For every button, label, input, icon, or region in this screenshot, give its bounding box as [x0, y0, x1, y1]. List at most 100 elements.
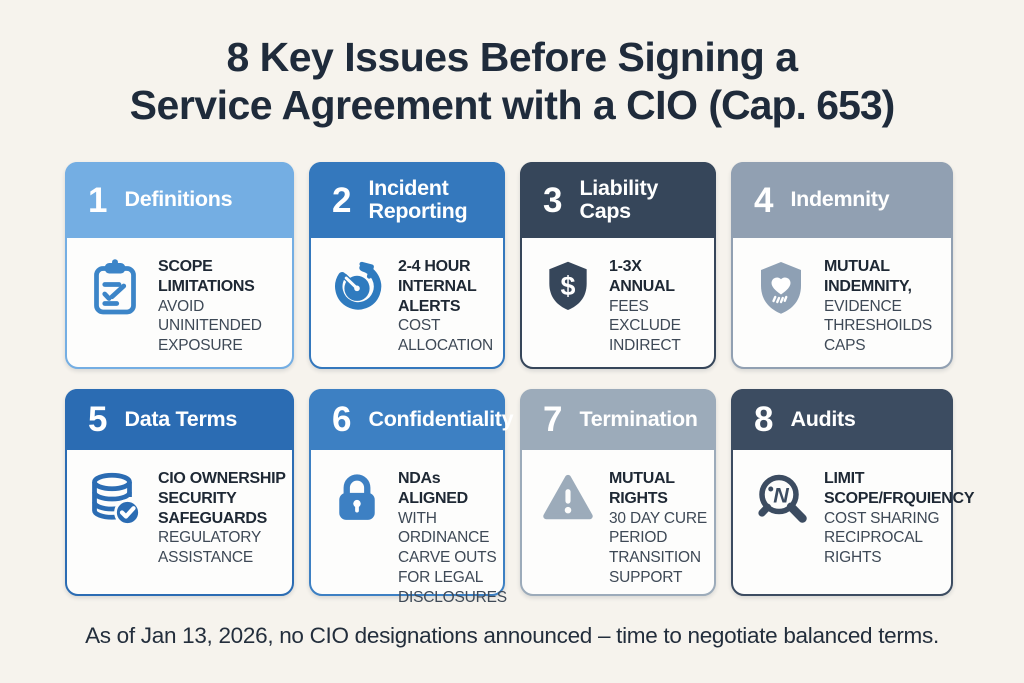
card-point-bold: INTERNAL [398, 277, 477, 295]
card-point: COST [398, 317, 441, 335]
card-header: 6 Confidentiality [309, 389, 514, 451]
card-point: EXCLUDE [609, 317, 681, 335]
card-number: 7 [543, 400, 563, 440]
card-point: RECIPROCAL [824, 529, 923, 547]
card-point: ORDINANCE [398, 529, 490, 547]
card-header: 1 Definitions [65, 162, 294, 239]
card-number: 8 [754, 400, 774, 440]
card-point-bold: RIGHTS [609, 489, 668, 507]
card-title: Confidentiality [368, 406, 514, 431]
card-point-bold: MUTUAL [609, 470, 675, 488]
card-point: THRESHOILDS [824, 317, 933, 335]
card-point-bold: SECURITY [158, 489, 237, 507]
card-point: INDIRECT [609, 337, 681, 355]
stopwatch-icon [329, 258, 385, 356]
card-point: REGULATORY [158, 529, 262, 547]
card-point: ALLOCATION [398, 337, 494, 355]
card-title: Incident Reporting [368, 175, 468, 224]
card-point: COST SHARING [824, 509, 940, 527]
title-line-2: Service Agreement with a CIO (Cap. 653) [0, 82, 1024, 130]
card-point: 30 DAY CURE [609, 509, 708, 527]
card-point-bold: ANNUAL [609, 277, 675, 295]
card-point-bold: ALERTS [398, 297, 461, 315]
title-line-2-text: Service Agreement with a CIO [129, 81, 698, 128]
warning-triangle-icon [540, 470, 596, 588]
card-title: Indemnity [790, 187, 890, 212]
card-header: 5 Data Terms [65, 389, 294, 451]
card-point-bold: ALIGNED [398, 489, 468, 507]
card-point-bold: LIMITATIONS [158, 277, 255, 295]
magnifier-icon: N [751, 470, 811, 568]
card-point-bold: MUTUAL [824, 258, 890, 276]
shield-dollar-icon: $ [540, 258, 596, 356]
shield-care-icon [751, 258, 811, 356]
card-point: DISCLOSURES [398, 588, 507, 606]
card-point-bold: SCOPE [158, 258, 213, 276]
card-point-bold: CIO OWNERSHIP [158, 470, 286, 488]
card-point: RIGHTS [824, 549, 882, 567]
title-line-1: 8 Key Issues Before Signing a [226, 34, 798, 80]
footer: As of Jan 13, 2026, no CIO designations … [0, 623, 1024, 649]
card-header: 4 Indemnity [731, 162, 953, 239]
card-number: 4 [754, 180, 774, 220]
card-point: EVIDENCE [824, 297, 902, 315]
card-title: Liability Caps [579, 175, 659, 224]
card-number: 5 [88, 400, 108, 440]
card-point: FOR LEGAL [398, 569, 484, 587]
card-point: UNINITENDED [158, 317, 262, 335]
card-point-bold: 1-3X [609, 258, 642, 276]
clipboard-check-icon [85, 258, 145, 356]
card-point-bold: LIMIT [824, 470, 865, 488]
card-point-bold: SCOPE/FRQUIENCY [824, 489, 975, 507]
card-number: 6 [332, 400, 352, 440]
card-header: 3 Liability Caps [520, 162, 716, 239]
card-point: SUPPORT [609, 569, 683, 587]
lock-icon [329, 470, 385, 608]
card-point: WITH [398, 509, 437, 527]
card-point-bold: 2-4 HOUR [398, 258, 471, 276]
card-header: 7 Termination [520, 389, 716, 451]
card-point: FEES [609, 297, 649, 315]
card-title: Definitions [124, 187, 233, 212]
card-title: Audits [790, 406, 856, 431]
card-title: Data Terms [124, 406, 237, 431]
card-point: PERIOD [609, 529, 668, 547]
card-point-bold: SAFEGUARDS [158, 509, 268, 527]
card-point: CAPS [824, 337, 866, 355]
card-point: AVOID [158, 297, 205, 315]
page-title: 8 Key Issues Before Signing a Service Ag… [0, 0, 1024, 129]
card-point: CARVE OUTS [398, 549, 497, 567]
card-number: 1 [88, 180, 108, 220]
svg-text:N: N [773, 484, 789, 508]
card-number: 3 [543, 180, 563, 220]
card-point-bold: INDEMNITY, [824, 277, 912, 295]
footer-note: As of Jan 13, 2026, no CIO designations … [85, 623, 939, 649]
card-point: TRANSITION [609, 549, 701, 567]
svg-text:$: $ [561, 271, 576, 301]
card-point-bold: NDAs [398, 470, 441, 488]
card-point: ASSISTANCE [158, 549, 254, 567]
